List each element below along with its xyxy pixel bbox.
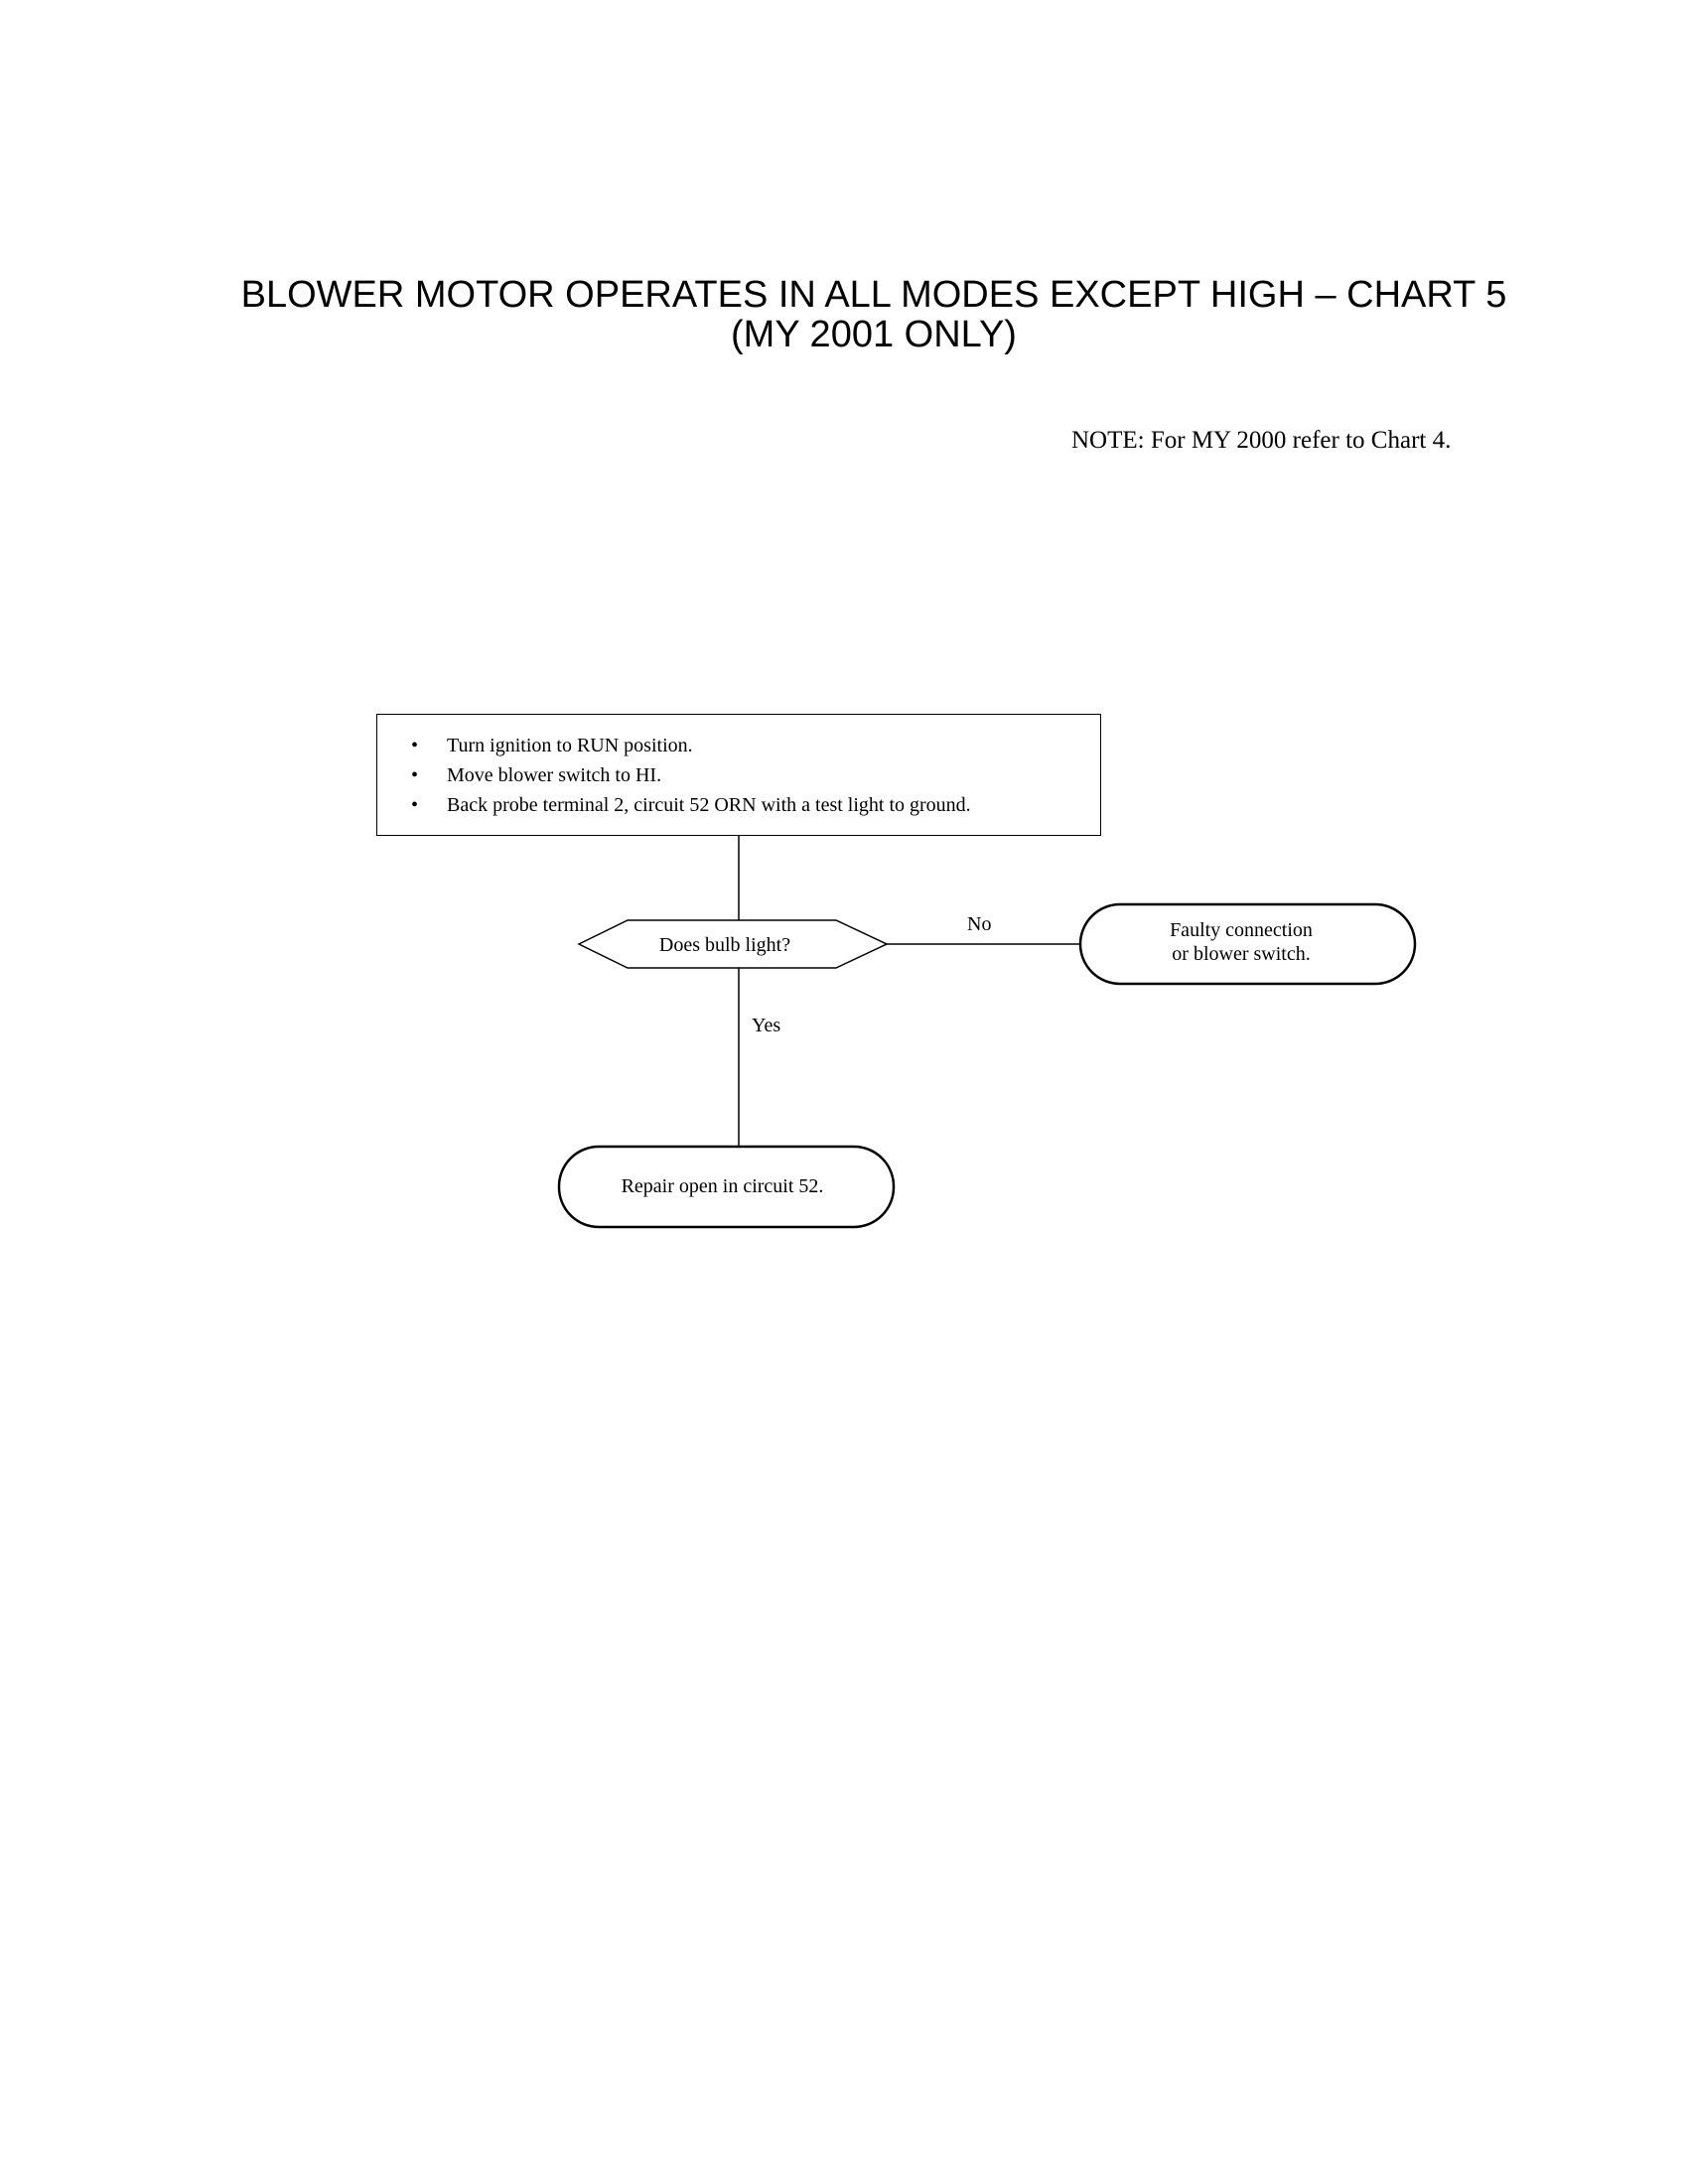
step-item: Back probe terminal 2, circuit 52 ORN wi… [411,790,1100,820]
branch-yes-label: Yes [752,1015,781,1036]
decision-shape [577,919,889,969]
page-subtitle: (MY 2001 ONLY) [731,314,1017,355]
reference-note: NOTE: For MY 2000 refer to Chart 4. [1071,427,1452,454]
result-yes-terminal [557,1145,896,1229]
start-steps-box: Turn ignition to RUN position. Move blow… [376,714,1101,836]
start-steps-list: Turn ignition to RUN position. Move blow… [411,731,1100,820]
result-no-line-2: or blower switch. [1172,943,1311,965]
page-title: BLOWER MOTOR OPERATES IN ALL MODES EXCEP… [240,274,1507,316]
result-no-text: Faulty connection or blower switch. [1102,918,1380,966]
step-item: Move blower switch to HI. [411,760,1100,790]
branch-no-label: No [967,913,992,935]
result-no-terminal [1078,902,1417,986]
result-no-line-1: Faulty connection [1170,919,1313,941]
result-yes-text: Repair open in circuit 52. [621,1175,824,1197]
step-item: Turn ignition to RUN position. [411,731,1100,760]
decision-text: Does bulb light? [658,934,791,956]
